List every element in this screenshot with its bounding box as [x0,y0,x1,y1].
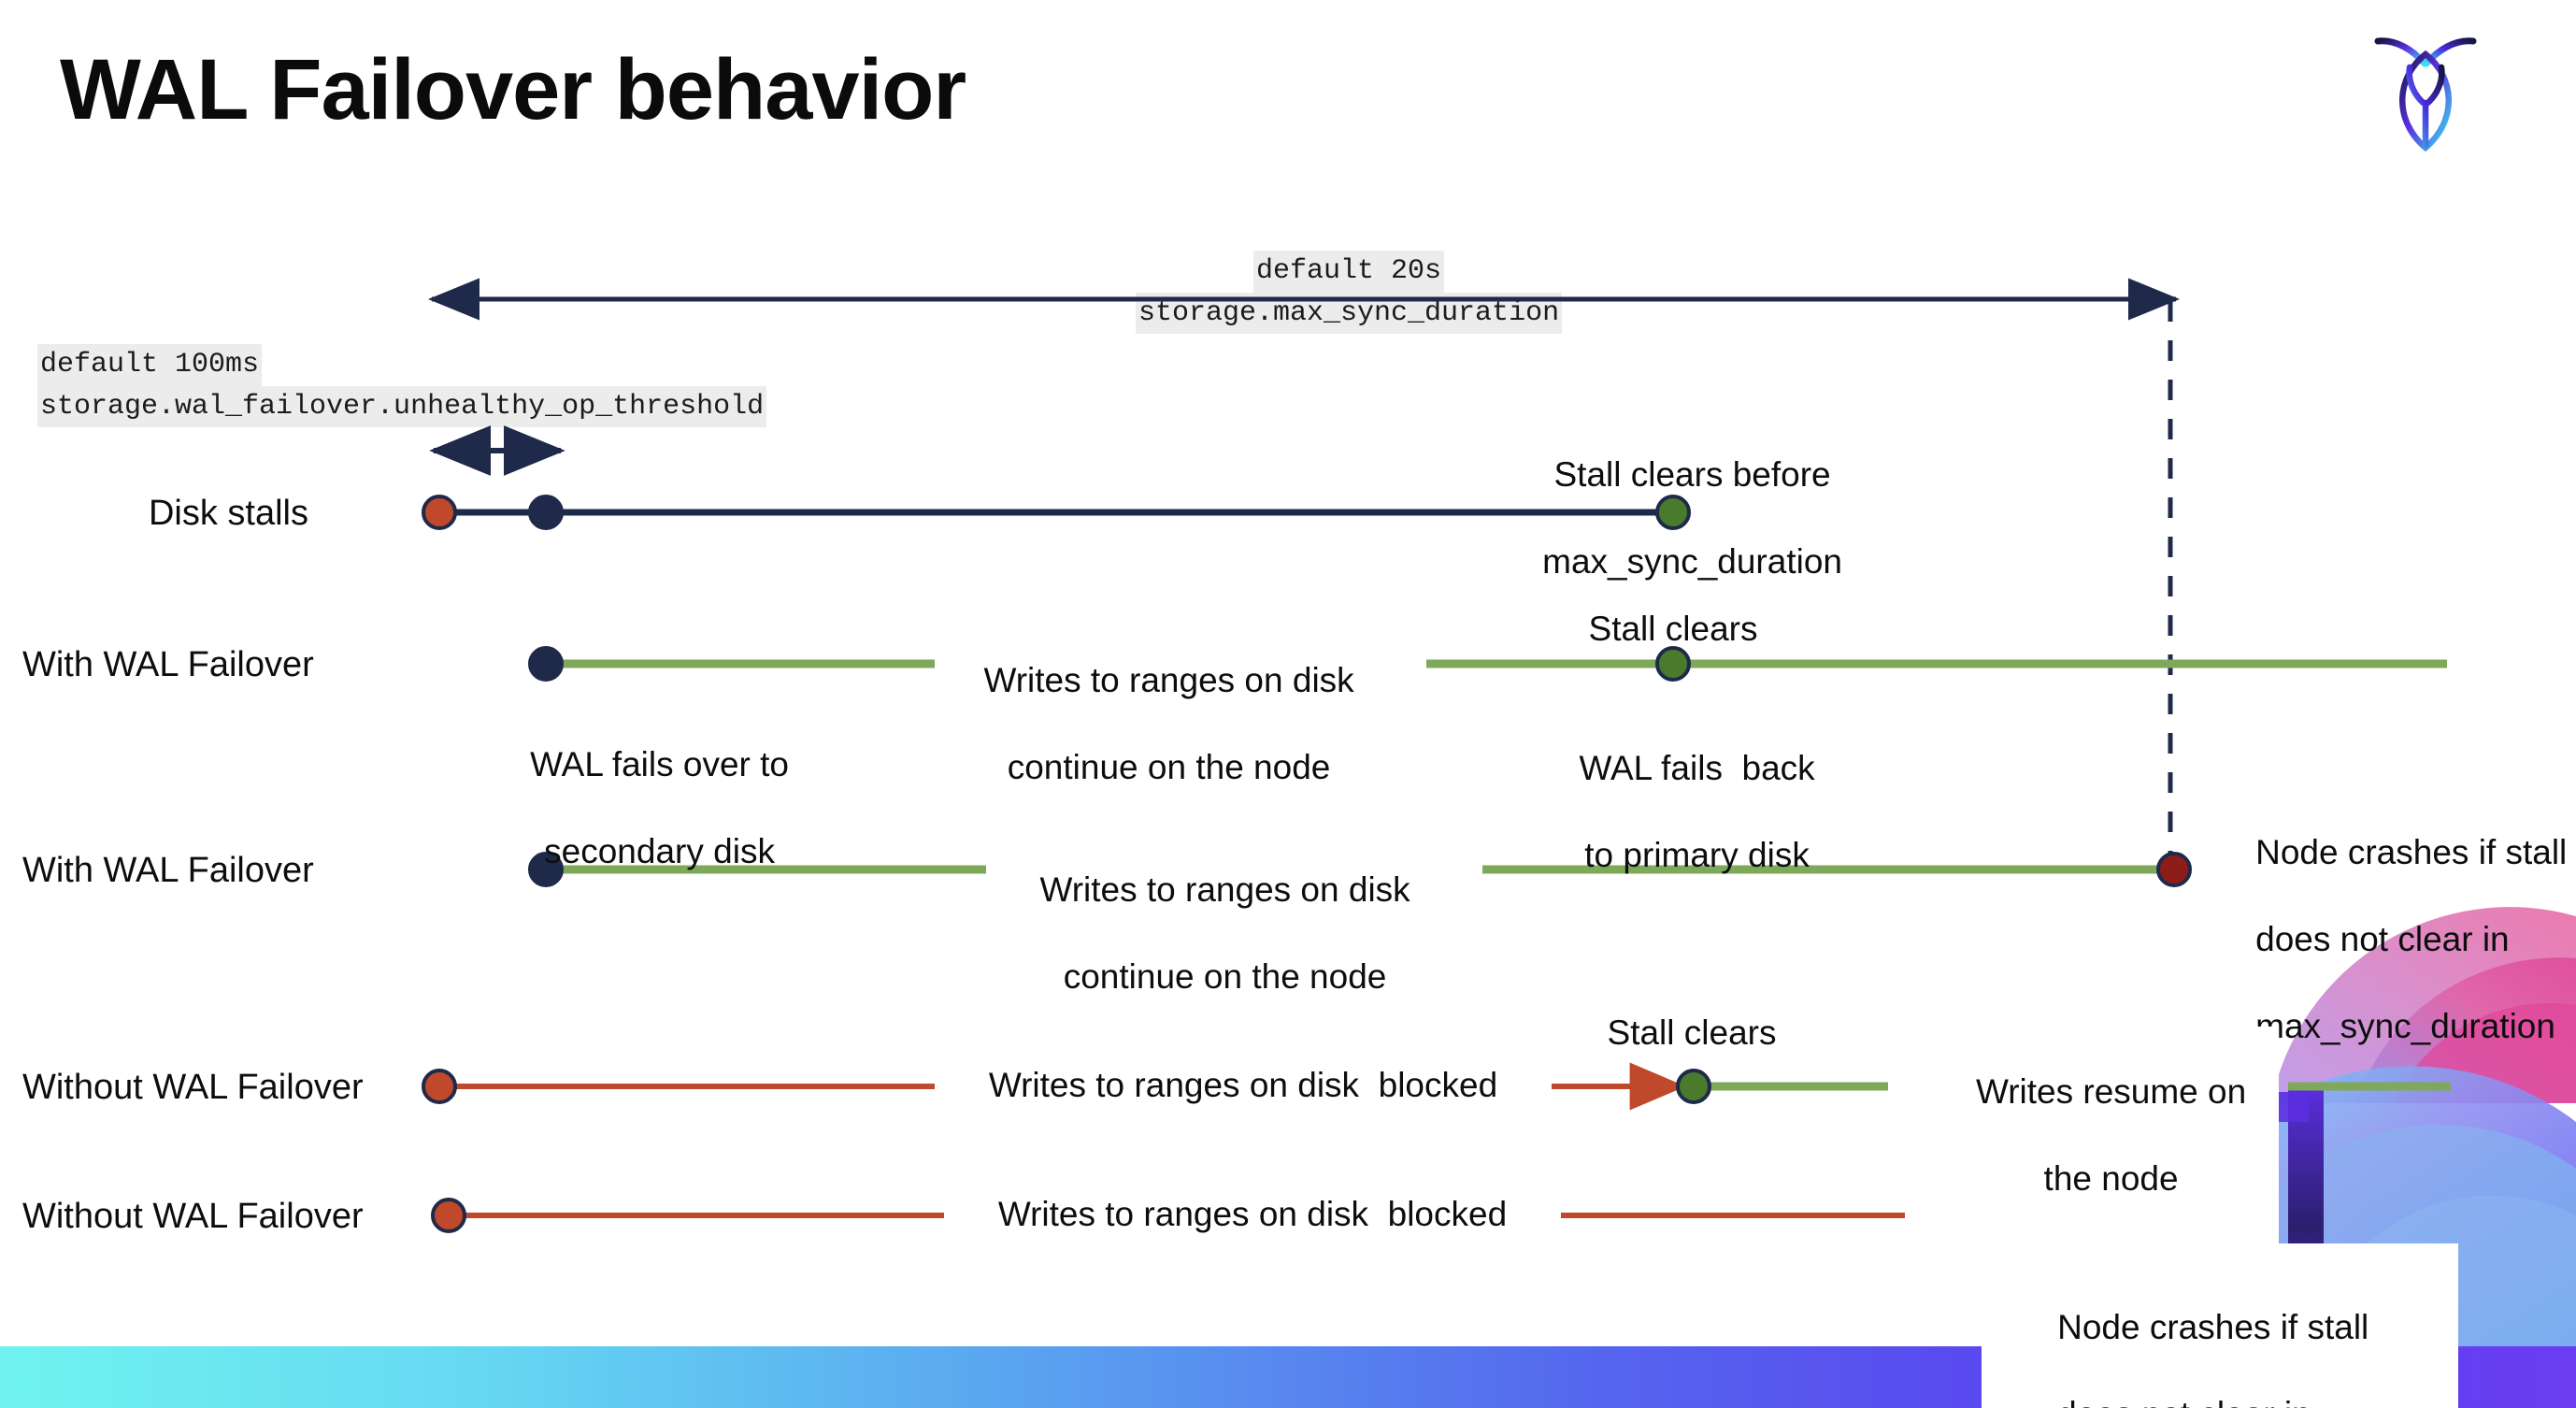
annotation-writes-continue-1-line2: continue on the node [1007,747,1331,786]
annotation-node-crashes-1-line2: does not clear in [2255,919,2510,958]
row-label-with-wal-failover-1: With WAL Failover [22,645,314,684]
annotation-writes-resume-line1: Writes resume on [1975,1071,2247,1111]
cockroachdb-logo [2365,26,2486,166]
annotation-wal-fails-back-line2: to primary disk [1584,835,1810,874]
annotation-wal-fails-over-line1: WAL fails over to [530,744,790,783]
annotation-writes-blocked-1: Writes to ranges on disk blocked [935,1064,1552,1108]
annotation-writes-continue-2: Writes to ranges on disk continue on the… [991,825,1421,1043]
annotation-wal-fails-over: WAL fails over to secondary disk [439,699,841,917]
annotation-wal-fails-over-line2: secondary disk [544,831,775,870]
annotation-stall-clears-2: Stall clears [1607,1013,1777,1052]
callout-unhealthy-setting: storage.wal_failover.unhealthy_op_thresh… [37,385,767,428]
annotation-stall-clears-1: Stall clears [1588,610,1758,648]
annotation-node-crashes-2-line1: Node crashes if stall [2057,1307,2369,1346]
annotation-stall-clears-before: Stall clears before max_sync_duration [1477,409,1869,627]
row-label-with-wal-failover-2: With WAL Failover [22,851,314,890]
wal-failover-1-start-dot [528,646,564,682]
annotation-node-crashes-1-line1: Node crashes if stall [2255,832,2568,871]
row-label-without-wal-failover-1: Without WAL Failover [22,1068,364,1107]
callout-unhealthy-op-threshold: default 100ms storage.wal_failover.unhea… [37,344,767,428]
annotation-writes-blocked-2: Writes to ranges on disk blocked [944,1193,1561,1237]
page-title: WAL Failover behavior [60,42,966,137]
wal-failover-1-stall-clear-dot [1655,646,1691,682]
node-crashes-caption-plate [1982,1243,2458,1408]
annotation-wal-fails-back: WAL fails back to primary disk [1505,703,1851,921]
annotation-node-crashes-2-line2: does not clear in [2057,1395,2311,1408]
annotation-node-crashes-2: Node crashes if stall does not clear in … [2019,1262,2458,1408]
annotation-node-crashes-1-line3: max_sync_duration [2255,1007,2555,1046]
annotation-writes-continue-2-line1: Writes to ranges on disk [1039,869,1410,909]
without-failover-1-stall-clear-dot [1676,1069,1711,1104]
annotation-wal-fails-back-line1: WAL fails back [1579,748,1815,787]
wal-failover-2-start-dot [528,852,564,887]
annotation-writes-continue-2-line2: continue on the node [1063,956,1387,996]
annotation-writes-continue-1: Writes to ranges on disk continue on the… [935,615,1365,834]
annotation-writes-continue-1-line1: Writes to ranges on disk [983,660,1354,699]
annotation-node-crashes-1: Node crashes if stall does not clear in … [2217,787,2572,1092]
annotation-stall-clears-before-line1: Stall clears before [1553,454,1831,494]
disk-stall-start-dot [422,495,457,530]
failover-trigger-dot [528,495,564,530]
callout-unhealthy-default: default 100ms [37,344,263,386]
row-label-disk-stalls: Disk stalls [148,494,308,533]
row-label-without-wal-failover-2: Without WAL Failover [22,1197,364,1236]
without-failover-1-start-dot [422,1069,457,1104]
annotation-stall-clears-before-line2: max_sync_duration [1542,541,1842,581]
annotation-writes-resume: Writes resume on the node [1905,1027,2279,1245]
wal-failover-2-node-crash-dot [2156,852,2192,887]
annotation-writes-resume-line2: the node [2043,1158,2179,1198]
disk-stall-clear-dot [1655,495,1691,530]
without-failover-2-start-dot [431,1198,466,1233]
